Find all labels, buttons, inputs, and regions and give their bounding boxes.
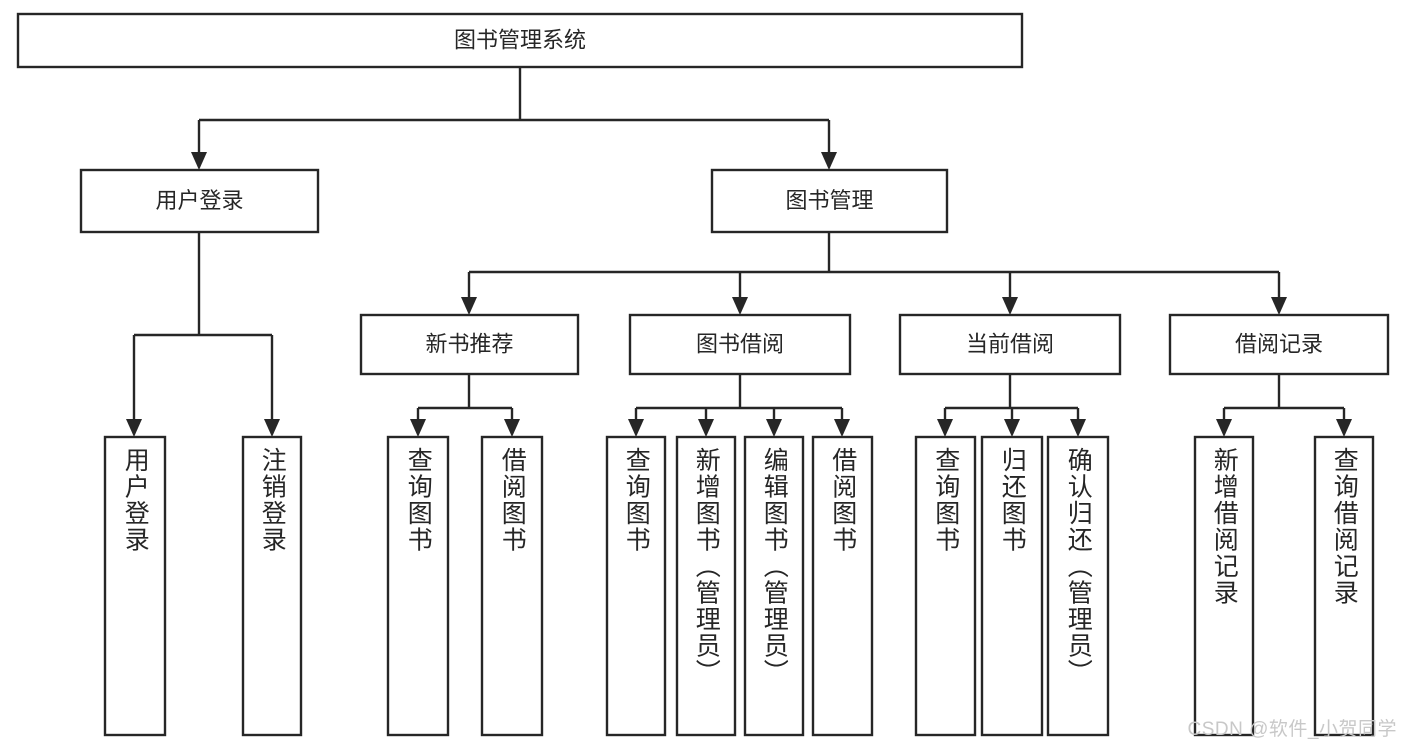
leaf-branch-arrow-icon-2-1 xyxy=(1004,419,1020,437)
csdn-watermark: CSDN @软件_小贺同学 xyxy=(1187,719,1397,740)
node-leaf-5[interactable] xyxy=(675,435,737,737)
node-leaf-9[interactable] xyxy=(980,435,1044,737)
node-leaf-0[interactable] xyxy=(103,435,167,737)
books-branch-arrow-icon-1 xyxy=(732,297,748,315)
root-branch-arrow-icon-0 xyxy=(191,152,207,170)
node-leaf-12[interactable] xyxy=(1313,435,1375,737)
node-level3-1[interactable] xyxy=(628,313,852,376)
node-level2-0-label: 用户登录 xyxy=(155,188,243,213)
leaf-branch-arrow-icon-0-0 xyxy=(410,419,426,437)
leaf-branch-arrow-icon-2-2 xyxy=(1070,419,1086,437)
node-leaf-2[interactable] xyxy=(386,435,450,737)
node-level2-1[interactable] xyxy=(710,168,949,234)
leaf-branch-arrow-icon-2-0 xyxy=(937,419,953,437)
node-level3-3[interactable] xyxy=(1168,313,1390,376)
node-leaf-6[interactable] xyxy=(743,435,805,737)
leaf-branch-arrow-icon-1-3 xyxy=(834,419,850,437)
node-box-layer xyxy=(16,12,1390,737)
node-level2-1-label: 图书管理 xyxy=(785,188,873,213)
leaf-branch-arrow-icon-3-1 xyxy=(1336,419,1352,437)
node-root-system-label: 图书管理系统 xyxy=(454,27,586,52)
node-leaf-11[interactable] xyxy=(1193,435,1255,737)
books-branch-arrow-icon-3 xyxy=(1271,297,1287,315)
node-level3-2[interactable] xyxy=(898,313,1122,376)
leaf-branch-arrow-icon-1-0 xyxy=(628,419,644,437)
node-level3-2-label: 当前借阅 xyxy=(966,331,1054,356)
root-branch-arrow-icon-1 xyxy=(821,152,837,170)
node-leaf-10[interactable] xyxy=(1046,435,1110,737)
books-branch-arrow-icon-2 xyxy=(1002,297,1018,315)
node-leaf-3[interactable] xyxy=(480,435,544,737)
node-leaf-8[interactable] xyxy=(914,435,977,737)
leaf-branch-arrow-icon-1-2 xyxy=(766,419,782,437)
leaf-branch-arrow-icon-0-1 xyxy=(504,419,520,437)
node-leaf-7[interactable] xyxy=(811,435,874,737)
node-leaf-1[interactable] xyxy=(241,435,303,737)
node-level3-1-label: 图书借阅 xyxy=(696,331,784,356)
login-branch-arrow-icon-0 xyxy=(126,419,142,437)
login-branch-arrow-icon-1 xyxy=(264,419,280,437)
connector-layer xyxy=(126,67,1352,437)
node-level2-0[interactable] xyxy=(79,168,320,234)
node-level3-3-label: 借阅记录 xyxy=(1235,331,1323,356)
node-leaf-4[interactable] xyxy=(605,435,667,737)
books-branch-arrow-icon-0 xyxy=(461,297,477,315)
leaf-branch-arrow-icon-1-1 xyxy=(698,419,714,437)
node-level3-0[interactable] xyxy=(359,313,580,376)
node-root-system[interactable] xyxy=(16,12,1024,69)
node-level3-0-label: 新书推荐 xyxy=(425,331,513,356)
leaf-branch-arrow-icon-3-0 xyxy=(1216,419,1232,437)
